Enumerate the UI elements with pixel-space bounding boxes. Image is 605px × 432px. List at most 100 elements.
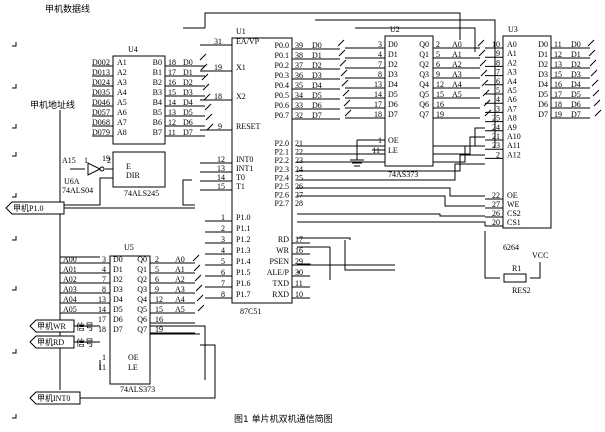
u5-net-right: A1	[175, 265, 185, 274]
u3-pin-right: 15	[554, 70, 562, 79]
u3-pin-left: 10	[492, 40, 500, 49]
u2-net-right: A1	[452, 50, 462, 59]
u3-net-right: D1	[571, 50, 581, 59]
bus-entry	[589, 59, 597, 67]
u5-pin-right: 6	[155, 275, 159, 284]
wr-flag	[29, 319, 75, 333]
u1-pin-left: 14	[217, 173, 225, 182]
u4-pin-left: 9	[106, 128, 110, 137]
bus-entry	[479, 59, 487, 67]
bus-entry	[342, 89, 350, 97]
u2-box	[384, 35, 434, 167]
u1-pin-left: 19	[214, 63, 222, 72]
u5-oe-name: OE	[128, 353, 139, 362]
u3-name-right: D7	[538, 110, 548, 119]
u3-name-left: A6	[507, 95, 517, 104]
u1-pin-left: 13	[217, 164, 225, 173]
u3-pin-left: 2	[496, 150, 500, 159]
u5-name-left: D7	[113, 325, 123, 334]
u5-name-right: Q6	[137, 315, 147, 324]
u1-name-left: P1.0	[236, 213, 250, 222]
u4-ref: U4	[128, 45, 138, 54]
int0-flag	[29, 391, 81, 405]
u2-name-right: Q6	[419, 100, 429, 109]
u3-part: 6264	[503, 243, 519, 252]
u1-name-right: ALE/P	[267, 268, 290, 277]
u4-pin-left: 3	[106, 68, 110, 77]
u3-ctl-name: WE	[507, 200, 520, 209]
u4-name-left: A1	[117, 58, 127, 67]
u4-net-right: D0	[183, 58, 193, 67]
u5-name-right: Q1	[137, 265, 147, 274]
wr-label: 甲机WR	[37, 321, 67, 331]
u5-pin-right: 19	[155, 325, 163, 334]
u1-name-right: P0.2	[275, 61, 289, 70]
bus-entry	[477, 39, 485, 47]
u1-net-right: D4	[312, 81, 322, 90]
u2-net-right: A2	[452, 60, 462, 69]
u5-net-left: A00	[63, 255, 77, 264]
bus-entry	[197, 304, 205, 312]
u3-box	[502, 35, 552, 229]
u5-pin-left: 3	[102, 255, 106, 264]
u1-name-right: P2.4	[275, 173, 289, 182]
u3-name-left: A5	[507, 86, 517, 95]
margin-mark	[12, 152, 17, 157]
u3-pin-right: 16	[554, 80, 562, 89]
bus-entry	[195, 284, 203, 292]
u2-ref: U2	[390, 25, 400, 34]
u3-pin-left: 25	[492, 114, 500, 123]
u3-name-left: A12	[507, 150, 521, 159]
u3-name-right: D2	[538, 60, 548, 69]
u1-box	[231, 37, 293, 304]
bus-entry	[344, 109, 352, 117]
u4-pin-left: 7	[106, 108, 110, 117]
u1-name-right: RD	[278, 235, 289, 244]
u5-pin-right: 12	[155, 295, 163, 304]
u5-net-left: A02	[63, 275, 77, 284]
int0-label: 甲机INT0	[37, 393, 70, 403]
u5-name-right: Q5	[137, 305, 147, 314]
u1-name-left: P1.1	[236, 224, 250, 233]
u4-name-right: B2	[153, 78, 162, 87]
u1-name-left: P1.7	[236, 290, 250, 299]
u5-oe-pin: 1	[102, 353, 106, 362]
u2-oe-name: OE	[388, 136, 399, 145]
u3-net-right: D5	[571, 90, 581, 99]
u4-net-left: D07	[92, 128, 106, 137]
u3-ctl-name: OE	[507, 191, 518, 200]
u3-ctl-pin: 26	[492, 209, 500, 218]
margin-mark	[12, 84, 17, 89]
u5-pin-left: 17	[98, 315, 106, 324]
u2-name-right: Q3	[419, 70, 429, 79]
u1-name-left: X2	[236, 92, 246, 101]
u3-ctl-pin: 22	[492, 191, 500, 200]
u3-net-right: D0	[571, 40, 581, 49]
bus-entry	[339, 59, 347, 67]
bus-entry	[338, 49, 346, 57]
u4-net-left: D03	[92, 88, 106, 97]
bus-entry	[592, 89, 600, 97]
u5-name-left: D0	[113, 255, 123, 264]
u5-pin-left: 4	[102, 265, 106, 274]
u2-pin-left: 17	[374, 100, 382, 109]
u1-name-right: P2.2	[275, 156, 289, 165]
u2-name-left: D5	[388, 90, 398, 99]
u1-net-right: D7	[312, 111, 322, 120]
u1-pin-right: 35	[295, 81, 303, 90]
u1-net-right: D5	[312, 91, 322, 100]
u4-e-name: E	[126, 162, 131, 171]
u3-name-right: D6	[538, 100, 548, 109]
u5-pin-left: 18	[98, 325, 106, 334]
u3-pin-left: 8	[496, 58, 500, 67]
u4-name-left: A2	[117, 68, 127, 77]
u5-net-right: A5	[175, 305, 185, 314]
bus-entry	[206, 123, 214, 131]
u4-name-right: B3	[153, 88, 162, 97]
u4-pin-right: 16	[168, 78, 176, 87]
u1-pin-right: 21	[295, 139, 303, 148]
u5-net-left: A04	[63, 295, 77, 304]
u1-name-right: P0.6	[275, 101, 289, 110]
u1-name-left: P1.3	[236, 246, 250, 255]
